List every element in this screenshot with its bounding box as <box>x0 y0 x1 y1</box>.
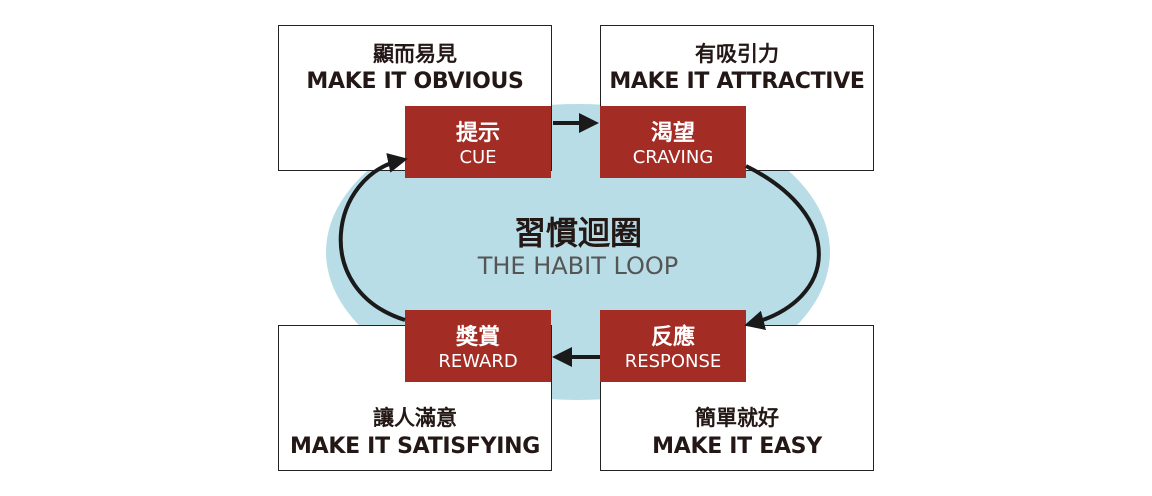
step-response: 反應 RESPONSE <box>600 310 746 382</box>
law-satisfying-zh: 讓人滿意 <box>373 406 457 430</box>
step-response-zh: 反應 <box>650 325 695 350</box>
loop-title-zh: 習慣迴圈 <box>513 214 642 252</box>
step-reward-zh: 獎賞 <box>455 325 500 350</box>
law-attractive-zh: 有吸引力 <box>695 42 779 66</box>
step-cue: 提示 CUE <box>405 106 551 178</box>
step-cue-en: CUE <box>459 147 497 168</box>
law-satisfying-en: MAKE IT SATISFYING <box>290 434 540 459</box>
arrow-craving-to-response <box>744 164 821 331</box>
law-easy-en: MAKE IT EASY <box>652 434 822 459</box>
step-reward: 獎賞 REWARD <box>405 310 551 382</box>
arrow-reward-to-cue <box>338 153 408 322</box>
law-obvious-zh: 顯而易見 <box>373 42 457 66</box>
step-response-en: RESPONSE <box>624 351 722 372</box>
step-craving-en: CRAVING <box>632 147 714 168</box>
law-box-easy: 簡單就好 MAKE IT EASY <box>600 325 874 471</box>
law-attractive-en: MAKE IT ATTRACTIVE <box>609 69 865 94</box>
loop-title-en: THE HABIT LOOP <box>477 252 679 280</box>
law-easy-zh: 簡單就好 <box>695 406 779 430</box>
step-craving-zh: 渴望 <box>650 121 695 146</box>
step-cue-zh: 提示 <box>455 121 500 146</box>
law-box-obvious: 顯而易見 MAKE IT OBVIOUS <box>278 25 552 171</box>
step-reward-en: REWARD <box>438 351 518 372</box>
step-craving: 渴望 CRAVING <box>600 106 746 178</box>
law-box-attractive: 有吸引力 MAKE IT ATTRACTIVE <box>600 25 874 171</box>
law-obvious-en: MAKE IT OBVIOUS <box>306 69 524 94</box>
